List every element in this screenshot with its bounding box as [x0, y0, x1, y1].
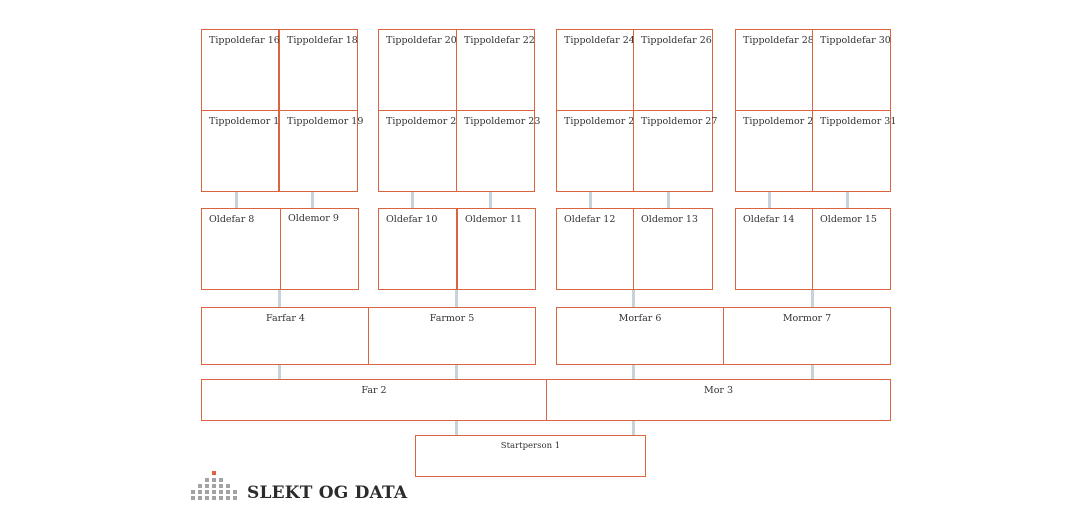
person-name: Tippoldemor 23: [464, 116, 541, 127]
person-box-8[interactable]: Oldefar 8: [201, 208, 281, 290]
person-name: Oldemor 15: [820, 214, 877, 225]
person-box-16[interactable]: Tippoldefar 16: [201, 29, 280, 111]
person-box-15[interactable]: Oldemor 15: [812, 208, 891, 290]
connector: [632, 365, 635, 379]
person-name: Tippoldefar 22: [464, 35, 535, 46]
person-name: Oldemor 13: [641, 214, 698, 225]
connector: [632, 421, 635, 435]
person-name: Tippoldemor 31: [820, 116, 897, 127]
person-box-29[interactable]: Tippoldemor 29: [735, 110, 819, 192]
person-box-11[interactable]: Oldemor 11: [457, 208, 536, 290]
person-name: Morfar 6: [618, 313, 662, 324]
connector: [811, 365, 814, 379]
connector: [235, 192, 238, 208]
person-box-3[interactable]: Mor 3: [546, 379, 891, 421]
person-name: Oldemor 9: [288, 213, 339, 224]
person-box-6[interactable]: Morfar 6: [556, 307, 724, 365]
person-name: Tippoldefar 20: [386, 35, 457, 46]
person-name: Tippoldemor 21: [386, 116, 463, 127]
person-box-4[interactable]: Farfar 4: [201, 307, 370, 365]
connector: [278, 365, 281, 379]
person-box-18[interactable]: Tippoldefar 18: [279, 29, 358, 111]
person-name: Oldefar 14: [743, 214, 795, 225]
person-box-20[interactable]: Tippoldefar 20: [378, 29, 457, 111]
connector: [278, 290, 281, 307]
person-box-22[interactable]: Tippoldefar 22: [456, 29, 535, 111]
person-name: Oldefar 12: [564, 214, 616, 225]
person-box-26[interactable]: Tippoldefar 26: [633, 29, 713, 111]
connector: [768, 192, 771, 208]
person-name: Oldefar 8: [209, 214, 255, 225]
person-box-19[interactable]: Tippoldemor 19: [279, 110, 363, 192]
person-box-2[interactable]: Far 2: [201, 379, 547, 421]
person-box-25[interactable]: Tippoldemor 25: [556, 110, 640, 192]
connector: [632, 290, 635, 307]
person-box-24[interactable]: Tippoldefar 24: [556, 29, 635, 111]
person-box-9[interactable]: Oldemor 9: [280, 208, 359, 290]
person-box-12[interactable]: Oldefar 12: [556, 208, 634, 290]
connector: [455, 421, 458, 435]
person-box-30[interactable]: Tippoldefar 30: [812, 29, 891, 111]
connector: [846, 192, 849, 208]
person-name: Tippoldefar 18: [287, 35, 358, 46]
person-name: Tippoldefar 26: [641, 35, 712, 46]
person-name: Tippoldefar 28: [743, 35, 814, 46]
person-box-28[interactable]: Tippoldefar 28: [735, 29, 814, 111]
person-name: Tippoldemor 29: [743, 116, 820, 127]
person-name: Tippoldemor 27: [641, 116, 718, 127]
connector: [311, 192, 314, 208]
connector: [811, 290, 814, 307]
brand-name: SLEKT OG DATA: [247, 483, 408, 503]
connector: [411, 192, 414, 208]
person-name: Farmor 5: [429, 313, 475, 324]
person-name: Mormor 7: [782, 313, 832, 324]
person-name: Tippoldefar 24: [564, 35, 635, 46]
person-name: Tippoldefar 30: [820, 35, 891, 46]
person-box-21[interactable]: Tippoldemor 21: [378, 110, 462, 192]
person-name: Startperson 1: [500, 441, 561, 451]
person-name: Tippoldemor 17: [209, 116, 286, 127]
bar-grid-logo-icon: [191, 470, 239, 500]
person-name: Mor 3: [703, 385, 734, 396]
person-name: Tippoldemor 19: [287, 116, 364, 127]
person-name: Oldemor 11: [465, 214, 522, 225]
person-name: Farfar 4: [266, 313, 305, 324]
person-box-5[interactable]: Farmor 5: [368, 307, 536, 365]
person-box-13[interactable]: Oldemor 13: [633, 208, 713, 290]
connector: [455, 365, 458, 379]
person-box-7[interactable]: Mormor 7: [723, 307, 891, 365]
person-box-23[interactable]: Tippoldemor 23: [456, 110, 540, 192]
person-box-10[interactable]: Oldefar 10: [378, 208, 457, 290]
connector: [455, 290, 458, 307]
person-name: Oldefar 10: [386, 214, 438, 225]
person-box-14[interactable]: Oldefar 14: [735, 208, 813, 290]
connector: [667, 192, 670, 208]
person-box-17[interactable]: Tippoldemor 17: [201, 110, 285, 192]
person-name: Far 2: [361, 385, 387, 396]
person-name: Tippoldefar 16: [209, 35, 280, 46]
person-box-31[interactable]: Tippoldemor 31: [812, 110, 896, 192]
connector: [589, 192, 592, 208]
person-box-1[interactable]: Startperson 1: [415, 435, 646, 477]
person-name: Tippoldemor 25: [564, 116, 641, 127]
person-box-27[interactable]: Tippoldemor 27: [633, 110, 717, 192]
connector: [489, 192, 492, 208]
